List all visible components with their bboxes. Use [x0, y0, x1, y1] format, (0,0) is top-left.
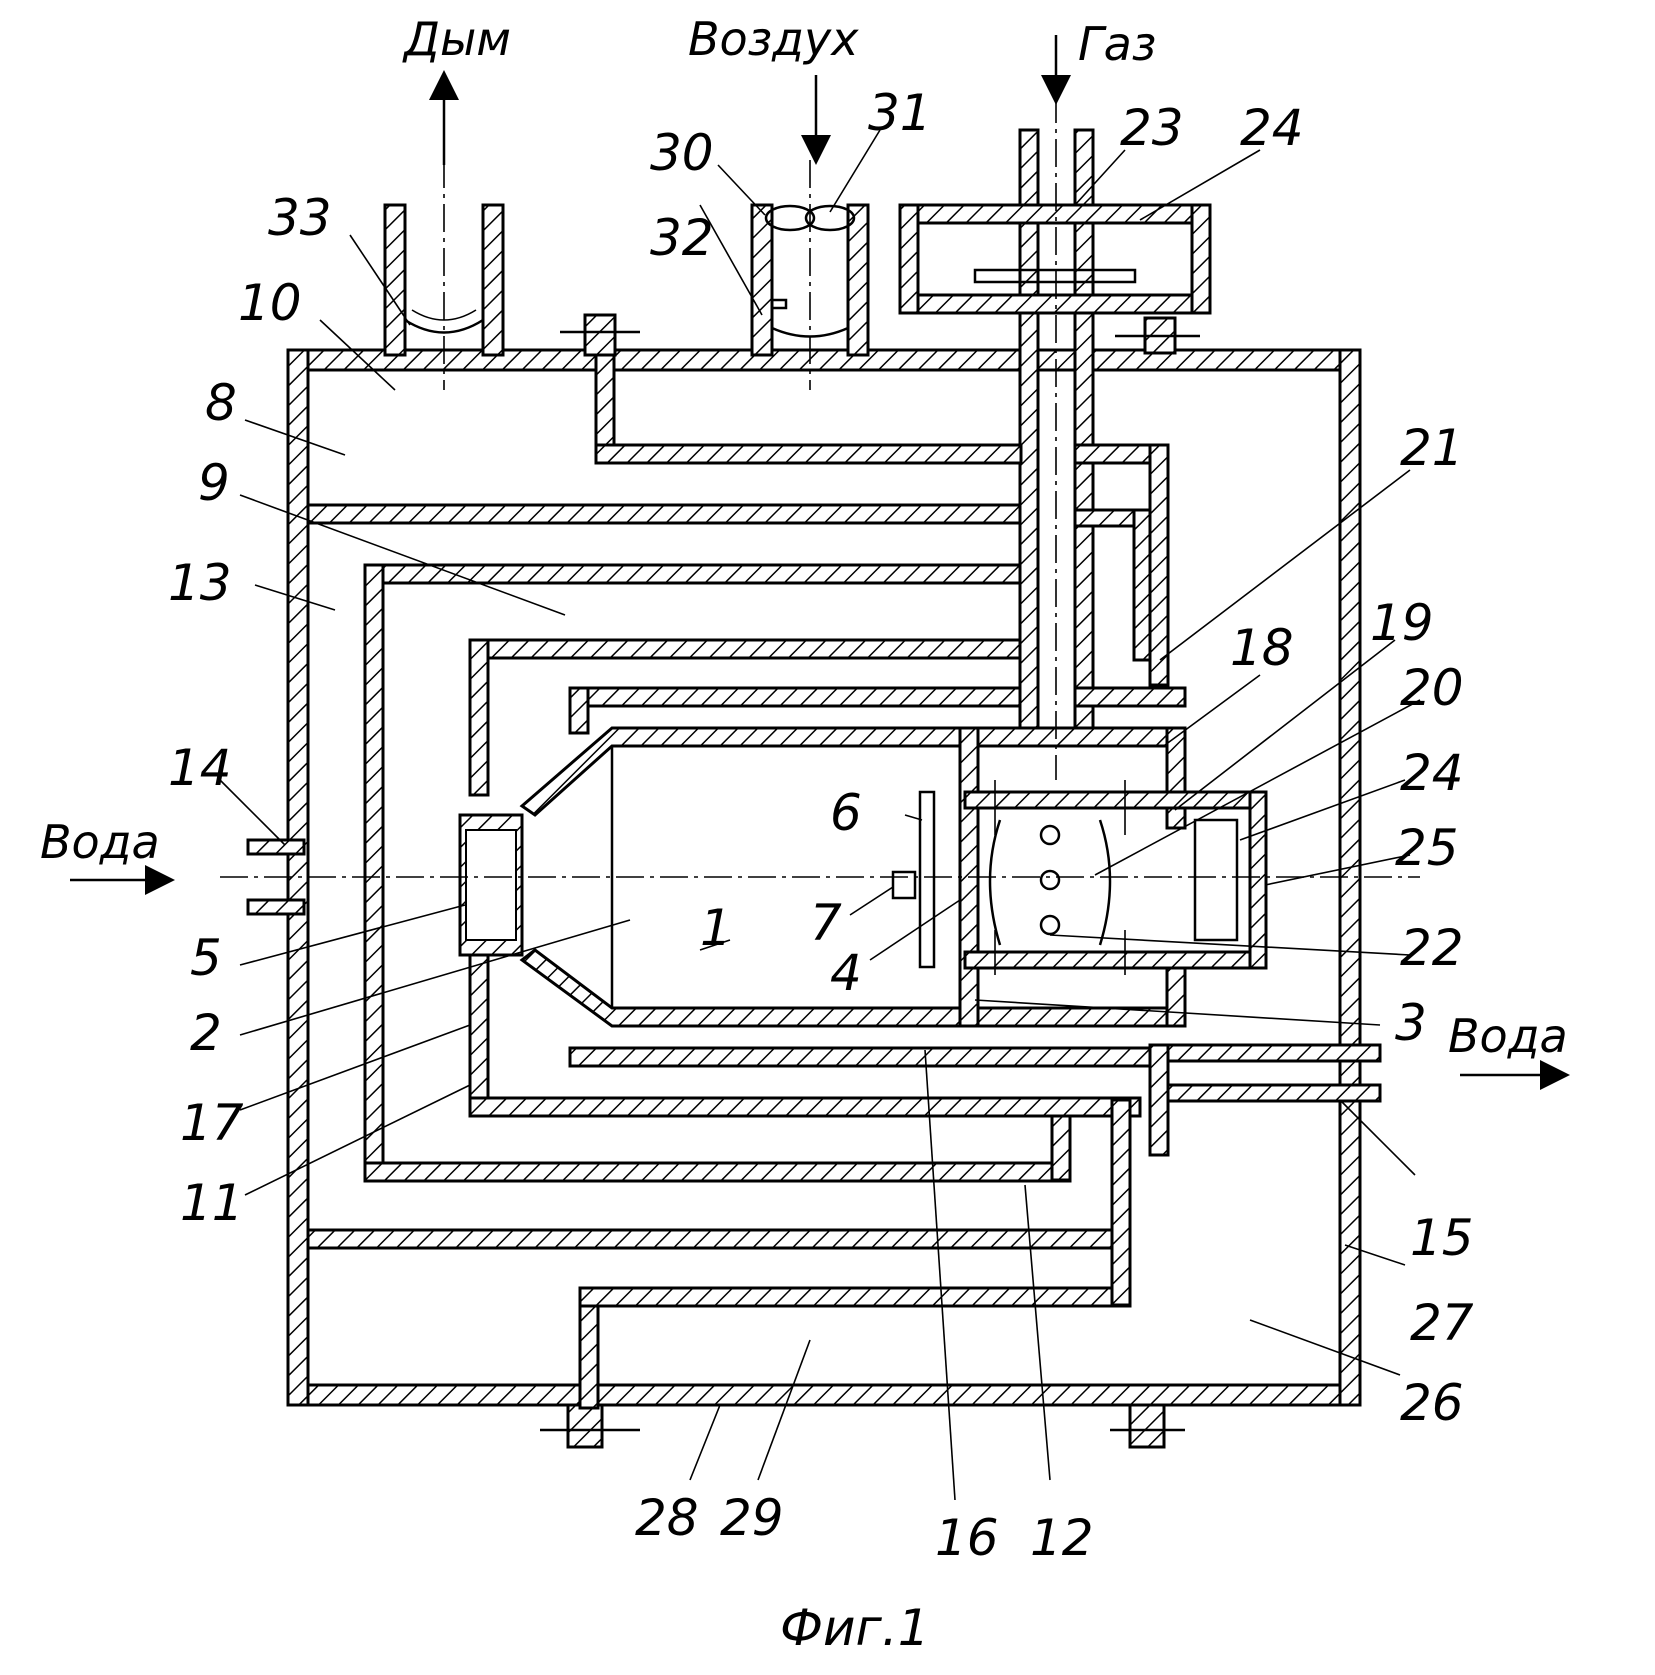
smoke-flow-label: Дым — [402, 12, 511, 66]
label-11: 11 — [180, 1174, 244, 1232]
bottom-flanges — [540, 1405, 1185, 1447]
label-17: 17 — [180, 1094, 244, 1152]
label-15: 15 — [1410, 1209, 1474, 1267]
label-20: 20 — [1400, 659, 1464, 717]
label-1: 1 — [700, 899, 732, 957]
label-9: 9 — [198, 454, 230, 512]
water-in-label: Вода — [40, 815, 160, 869]
label-32: 32 — [650, 209, 714, 267]
label-18: 18 — [1230, 619, 1294, 677]
label-5: 5 — [190, 929, 222, 987]
label-14: 14 — [168, 739, 232, 797]
label-26: 26 — [1400, 1374, 1464, 1432]
label-23: 23 — [1120, 99, 1184, 157]
figure-caption: Фиг.1 — [780, 1599, 930, 1657]
label-6: 6 — [830, 784, 862, 842]
water-out-label: Вода — [1448, 1009, 1568, 1063]
label-27: 27 — [1410, 1294, 1474, 1352]
lower-partition — [308, 1230, 1128, 1248]
label-19: 19 — [1370, 594, 1434, 652]
label-10: 10 — [238, 274, 302, 332]
label-29: 29 — [720, 1489, 784, 1547]
label-22: 22 — [1400, 919, 1464, 977]
lower-channel — [580, 1100, 1130, 1408]
air-flow-label: Воздух — [688, 12, 859, 66]
label-24-side: 24 — [1400, 744, 1464, 802]
upper-partition — [308, 505, 1020, 523]
label-24-top: 24 — [1240, 99, 1304, 157]
label-21: 21 — [1400, 419, 1464, 477]
label-31: 31 — [868, 84, 932, 142]
label-33: 33 — [268, 189, 332, 247]
nozzle-inner — [466, 830, 516, 940]
label-3: 3 — [1395, 994, 1427, 1052]
gas-flow-label: Газ — [1078, 17, 1156, 71]
label-2: 2 — [190, 1004, 222, 1062]
label-28: 28 — [635, 1489, 699, 1547]
label-16: 16 — [935, 1509, 999, 1567]
label-8: 8 — [205, 374, 237, 432]
label-13: 13 — [168, 554, 232, 612]
label-12: 12 — [1030, 1509, 1094, 1567]
label-30: 30 — [650, 124, 714, 182]
label-4: 4 — [830, 944, 862, 1002]
label-25: 25 — [1395, 819, 1459, 877]
